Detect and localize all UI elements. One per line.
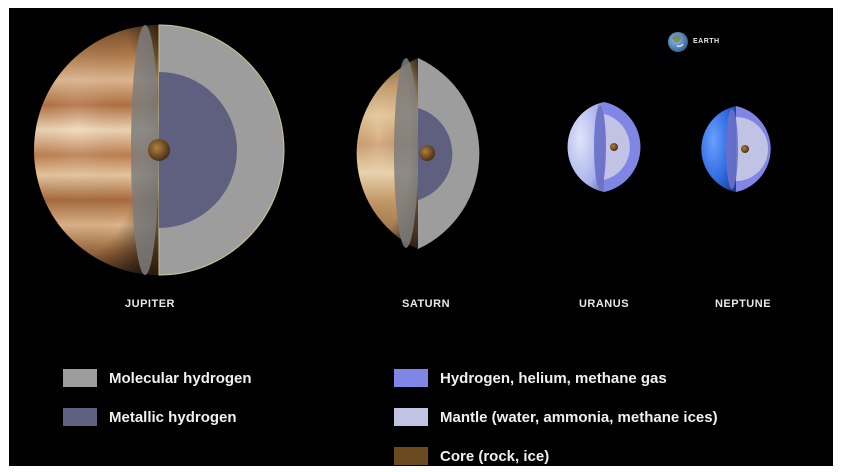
legend-label: Mantle (water, ammonia, methane ices) <box>440 408 718 426</box>
saturn-cutaway <box>356 58 480 249</box>
neptune-cutaway <box>701 106 771 192</box>
legend-label: Metallic hydrogen <box>109 408 237 426</box>
legend-label: Molecular hydrogen <box>109 369 252 387</box>
earth-label: EARTH <box>693 38 720 45</box>
legend-swatch <box>394 369 428 387</box>
legend-item-metallic-hydrogen: Metallic hydrogen <box>63 408 237 426</box>
planet-label-saturn: SATURN <box>401 298 451 310</box>
planets-illustration <box>34 24 771 276</box>
legend-item-molecular-hydrogen: Molecular hydrogen <box>63 369 252 387</box>
legend-item-gas: Hydrogen, helium, methane gas <box>394 369 667 387</box>
legend-item-core: Core (rock, ice) <box>394 447 549 465</box>
legend-label: Hydrogen, helium, methane gas <box>440 369 667 387</box>
uranus-cutaway <box>567 102 641 192</box>
diagram-canvas: EARTH JUPITER SATURN URANUS NEPTUNE Mole… <box>9 8 833 466</box>
planet-label-jupiter: JUPITER <box>125 298 175 310</box>
legend-label: Core (rock, ice) <box>440 447 550 465</box>
legend-swatch <box>63 408 97 426</box>
legend-item-mantle: Mantle (water, ammonia, methane ices) <box>394 408 718 426</box>
earth-icon <box>668 32 688 52</box>
planet-label-uranus: URANUS <box>578 298 630 310</box>
legend-swatch <box>63 369 97 387</box>
planet-label-neptune: NEPTUNE <box>714 298 772 310</box>
legend-swatch <box>394 408 428 426</box>
legend-swatch <box>394 447 428 465</box>
jupiter-cutaway <box>34 24 285 276</box>
